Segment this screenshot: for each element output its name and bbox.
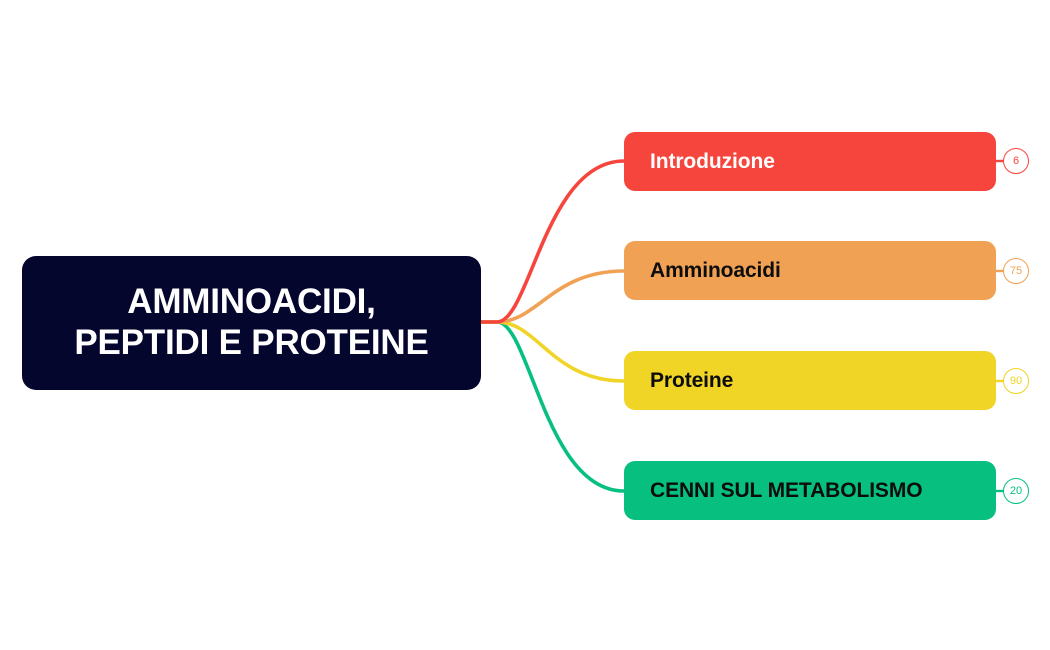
connector-curve-proteine — [476, 320, 626, 383]
connector-curve-introduzione — [476, 159, 626, 324]
branch-node-introduzione[interactable]: Introduzione — [624, 132, 996, 191]
root-node-label: AMMINOACIDI, PEPTIDI E PROTEINE — [74, 282, 429, 362]
count-badge-value: 20 — [1009, 484, 1023, 497]
count-badge-proteine[interactable]: 90 — [1003, 368, 1029, 394]
branch-node-cenni-sul-metabolismo[interactable]: CENNI SUL METABOLISMO — [624, 461, 996, 520]
count-badge-value: 75 — [1009, 264, 1023, 277]
count-badge-value: 90 — [1009, 374, 1023, 387]
branch-node-label: Amminoacidi — [650, 258, 781, 282]
connector-curve-cenni-sul-metabolismo — [476, 320, 626, 493]
connector-curve-amminoacidi — [476, 269, 626, 324]
count-badge-introduzione[interactable]: 6 — [1003, 148, 1029, 174]
count-badge-amminoacidi[interactable]: 75 — [1003, 258, 1029, 284]
branch-node-amminoacidi[interactable]: Amminoacidi — [624, 241, 996, 300]
branch-node-label: Introduzione — [650, 149, 775, 173]
branch-node-proteine[interactable]: Proteine — [624, 351, 996, 410]
branch-node-label: Proteine — [650, 368, 734, 392]
branch-node-label: CENNI SUL METABOLISMO — [650, 478, 923, 502]
root-node[interactable]: AMMINOACIDI, PEPTIDI E PROTEINE — [22, 256, 481, 390]
count-badge-cenni-sul-metabolismo[interactable]: 20 — [1003, 478, 1029, 504]
count-badge-value: 6 — [1012, 154, 1020, 167]
